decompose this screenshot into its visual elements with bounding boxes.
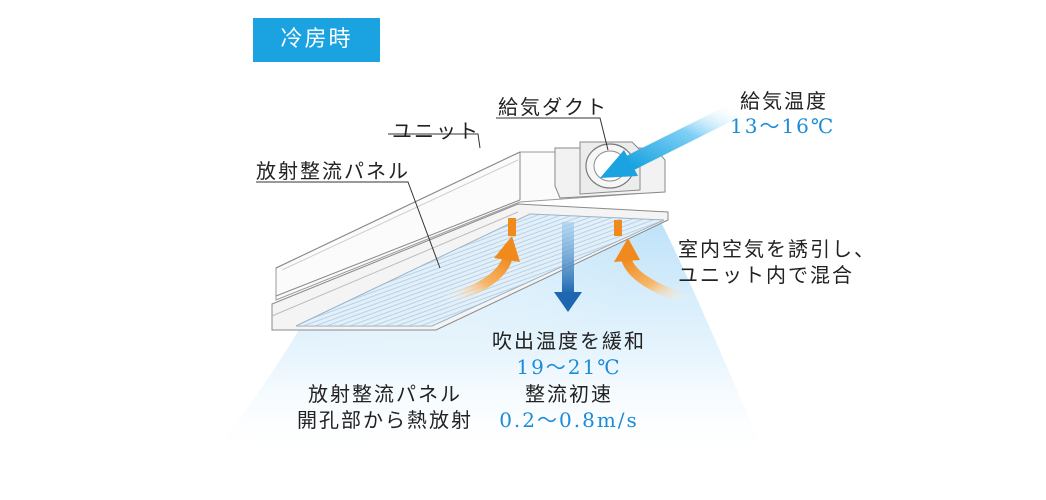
label-induction-line2: ユニット内で混合 [678,263,854,287]
leader-panel [256,181,441,269]
label-supply-temp-value: 13〜16℃ [730,114,836,138]
leader-unit [388,133,481,149]
label-outlet-value: 19〜21℃ [516,355,622,379]
label-supply-duct: 給気ダクト [498,95,608,119]
label-supply-temp-title: 給気温度 [740,89,828,113]
outlet-air-arrowhead [554,292,582,312]
label-radiant-panel: 放射整流パネル [256,159,410,183]
label-induction-line1: 室内空気を誘引し、 [678,237,876,261]
label-velocity-title: 整流初速 [525,382,613,406]
label-velocity-value: 0.2〜0.8m/s [499,408,639,432]
supply-air-arrow [624,100,744,172]
cooling-mode-badge: 冷房時 [253,18,380,62]
leader-duct [496,117,609,151]
label-unit: ユニット [392,119,480,143]
label-radiation-line1: 放射整流パネル [308,382,462,406]
induced-air-arrow-right [621,256,692,305]
label-outlet-title: 吹出温度を緩和 [492,329,646,353]
label-radiation-line2: 開孔部から熱放射 [297,408,473,432]
induced-air-arrow-left [443,253,513,305]
outlet-air-shaft [562,222,574,294]
